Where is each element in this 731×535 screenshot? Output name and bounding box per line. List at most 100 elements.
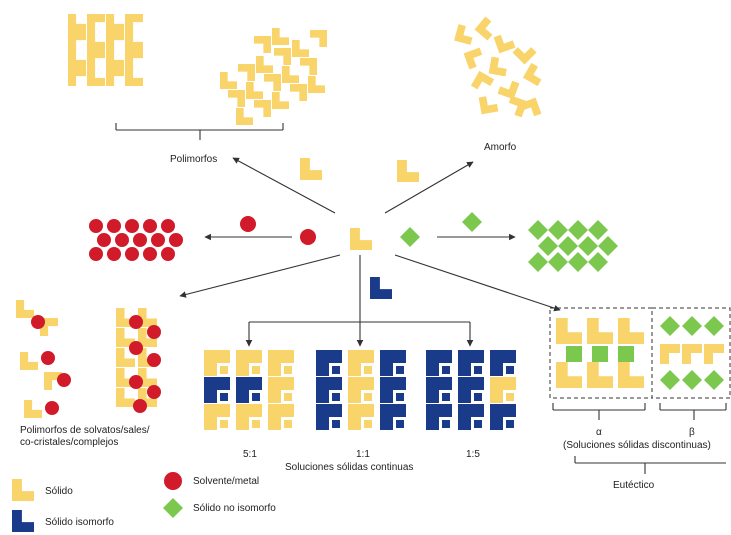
non-isomorph-lattice-diamond: [548, 220, 568, 240]
solvate-array-circle: [143, 219, 157, 233]
arrow-to-polymorphs: [232, 157, 336, 214]
polymorph-1-block: [68, 14, 86, 32]
legend-solvent-label: Solvente/metal: [193, 476, 260, 487]
non-isomorph-lattice-diamond: [588, 252, 608, 272]
grid-1-5-cell-notch: [442, 393, 450, 401]
arrow-non-isomorph-icon: [462, 212, 482, 232]
solvate-poly-2-block: [116, 388, 135, 407]
arrows-layer: [115, 123, 727, 474]
amorphous-block: [522, 62, 542, 87]
grid-5-1-cell-notch: [284, 420, 292, 428]
solvate-poly-2-circle: [129, 375, 143, 389]
solvate-array-circle: [143, 247, 157, 261]
non-isomorph-lattice-diamond: [548, 252, 568, 272]
grid-1-1-cell-notch: [332, 366, 340, 374]
grid-5-1-cell-notch: [220, 393, 228, 401]
arrow-solid-icon-left: [300, 158, 322, 180]
arrow-isomorph-icon: [370, 277, 392, 299]
grid-1-5-cell-notch: [506, 366, 514, 374]
polymorph-2-block: [246, 82, 263, 99]
solvate-poly-2-block: [138, 328, 157, 347]
polymorph-2-block: [254, 36, 271, 53]
eutectic-beta-box: [651, 307, 731, 399]
grid-1-1-cell-notch: [332, 420, 340, 428]
grid-5-1-cell-notch: [284, 393, 292, 401]
grid-1-5-cell-notch: [506, 420, 514, 428]
grid-1-1-cell: [380, 404, 406, 430]
non-isomorph-lattice-diamond: [528, 220, 548, 240]
polymorph-2-block: [272, 92, 289, 109]
grid-1-5-cell: [490, 377, 516, 403]
polymorph-2-block: [274, 48, 291, 65]
polymorph-2-block: [236, 108, 253, 125]
label-eutectic: Eutéctico: [613, 480, 655, 491]
arrow-solvent-icon: [240, 216, 256, 232]
polymorph-2-block: [264, 74, 281, 91]
legend-solid-label: Sólido: [45, 486, 73, 497]
grid-1-1-cell-notch: [364, 393, 372, 401]
eutectic-alpha-solid: [618, 318, 644, 344]
solvate-poly-2-block: [116, 348, 135, 367]
polymorph-1-block: [106, 14, 124, 32]
legend-solid-icon: [12, 479, 34, 501]
amorphous-block: [519, 97, 542, 117]
grid-1-5-cell: [426, 350, 452, 376]
solvate-array-circle: [107, 247, 121, 261]
label-continuous-solutions: Soluciones sólidas continuas: [285, 462, 414, 473]
label-discontinuous-solutions: (Soluciones sólidas discontinuas): [563, 440, 711, 451]
arrow-solid-icon-right: [397, 160, 419, 182]
solvate-poly-2-circle: [129, 315, 143, 329]
amorphous-block: [454, 24, 473, 45]
grid-1-5-cell: [426, 404, 452, 430]
eutectic-beta-diamond: [682, 316, 702, 336]
non-isomorph-lattice-diamond: [598, 236, 618, 256]
grid-1-1-cell-notch: [396, 393, 404, 401]
non-isomorph-lattice-diamond: [538, 236, 558, 256]
polymorph-2-block: [282, 66, 299, 83]
non-isomorph-lattice-diamond: [578, 236, 598, 256]
solvate-array-circle: [161, 247, 175, 261]
arrow-to-eutectic: [394, 254, 561, 312]
polymorph-1-block: [106, 68, 124, 86]
grid-1-5-cell-notch: [506, 393, 514, 401]
grid-1-1-cell: [348, 377, 374, 403]
grid-5-1-cell: [204, 404, 230, 430]
solvate-array-circle: [133, 233, 147, 247]
solvate-array-circle: [115, 233, 129, 247]
eutectic-alpha-solid: [556, 318, 582, 344]
label-solvates: Polimorfos de solvatos/sales/: [20, 425, 150, 436]
grid-1-1-cell-notch: [396, 366, 404, 374]
polymorph-1-block: [106, 32, 124, 50]
solvate-array-circle: [125, 247, 139, 261]
grid-5-1-cell: [236, 350, 262, 376]
legend-solvent-icon: [164, 472, 182, 490]
non-isomorph-lattice-diamond: [558, 236, 578, 256]
eutectic-beta-diamond: [704, 370, 724, 390]
solvate-array-circle: [151, 233, 165, 247]
solvate-array-circle: [169, 233, 183, 247]
grid-1-1-cell-notch: [364, 420, 372, 428]
label-ratio-1-1: 1:1: [356, 449, 370, 460]
eutectic-alpha-solid: [618, 362, 644, 388]
non-isomorph-lattice-diamond: [588, 220, 608, 240]
polymorph-2-block: [220, 72, 237, 89]
eutectic-beta-diamond: [704, 316, 724, 336]
solvate-array-circle: [161, 219, 175, 233]
eutectic-alpha-green: [592, 346, 608, 362]
amorphous-block: [508, 95, 528, 118]
grid-5-1-cell: [236, 404, 262, 430]
eutectic-beta-solid: [704, 344, 724, 364]
center-solvent-icon: [300, 229, 316, 245]
polymorph-2-block: [292, 40, 309, 57]
grid-5-1-cell-notch: [284, 366, 292, 374]
grid-5-1-cell: [204, 377, 230, 403]
polymorph-2-block: [310, 30, 327, 47]
solvate-array-circle: [125, 219, 139, 233]
polymorph-1-block: [68, 68, 86, 86]
grid-1-5-cell-notch: [474, 393, 482, 401]
grid-5-1-cell: [204, 350, 230, 376]
grid-5-1-cell: [268, 350, 294, 376]
legend-isomorph-icon: [12, 510, 34, 532]
grid-1-1-cell: [316, 404, 342, 430]
solvate-poly-2-circle: [133, 399, 147, 413]
